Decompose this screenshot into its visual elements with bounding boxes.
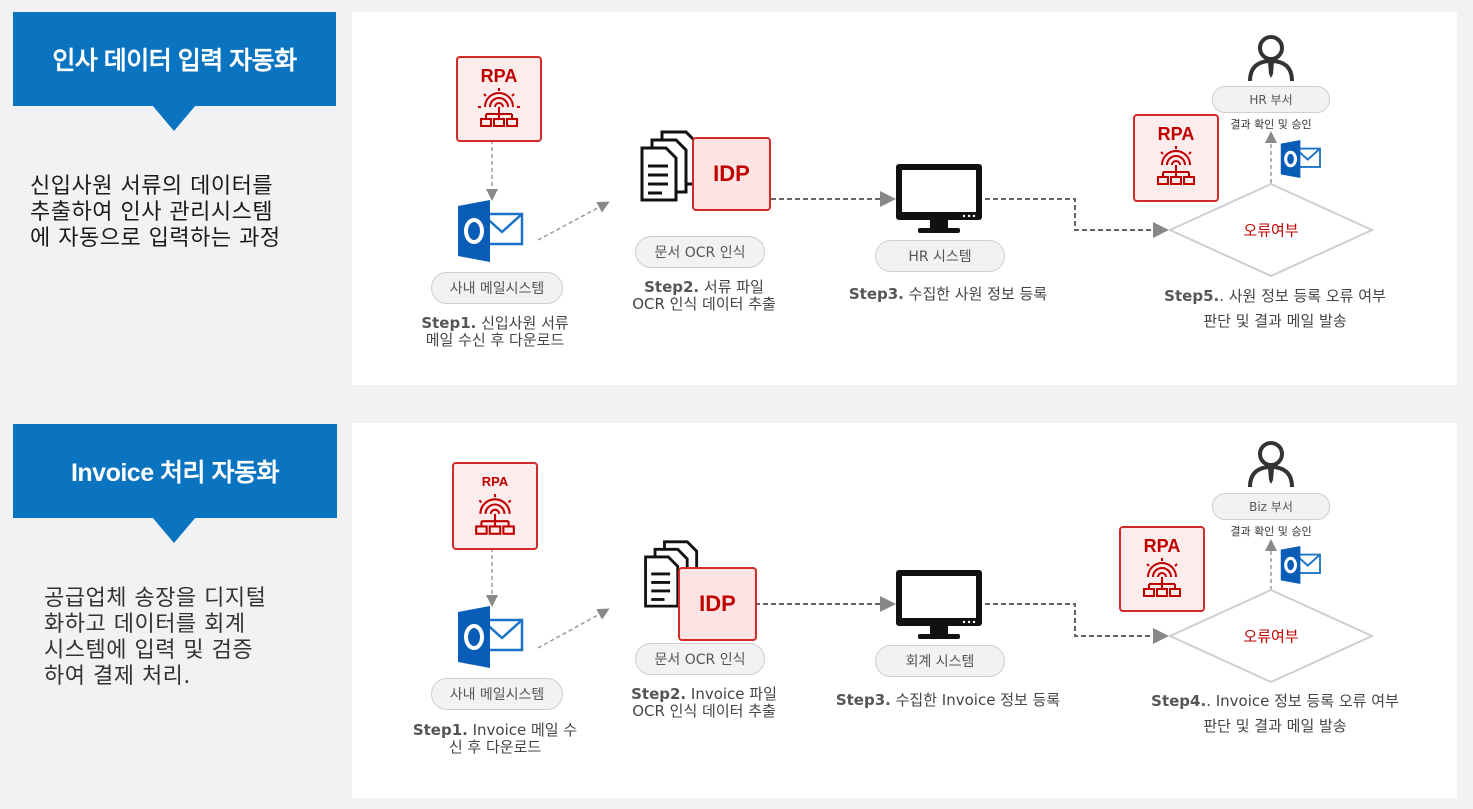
section-description: 공급업체 송장을 디지털 화하고 데이터를 회계 시스템에 입력 및 검증 하여… (44, 586, 267, 689)
step5-caption: Step5.. 사원 정보 등록 오류 여부 판단 및 결과 메일 발송 (1164, 284, 1386, 334)
step5-text: . 사원 정보 등록 오류 여부 (1219, 287, 1386, 305)
idp-label: IDP (713, 161, 750, 186)
outlook-icon (1280, 546, 1321, 584)
step2-text-line2: OCR 인식 데이터 추출 (632, 295, 776, 313)
step4-caption: Step4.. Invoice 정보 등록 오류 여부 판단 및 결과 메일 발… (1151, 689, 1399, 739)
hr-system-label: HR 시스템 (908, 249, 972, 265)
rpa-label: RPA (1157, 124, 1195, 144)
rpa-bot-box-2: RPA (1119, 526, 1205, 612)
title-pointer (152, 105, 196, 131)
step1-text-line2: 메일 수신 후 다운로드 (425, 331, 565, 349)
accounting-system-pill: 회계 시스템 (875, 645, 1005, 677)
step2-text: Invoice 파일 (686, 685, 777, 703)
mail-system-pill: 사내 메일시스템 (431, 272, 563, 304)
step1-caption: Step1. 신입사원 서류 메일 수신 후 다운로드 (421, 315, 568, 349)
ocr-label: 문서 OCR 인식 (654, 652, 746, 668)
decision-label: 오류여부 (1243, 627, 1299, 646)
step1-title: Step1. (421, 314, 477, 332)
step3-caption: Step3. 수집한 Invoice 정보 등록 (836, 692, 1060, 709)
dept-note: 결과 확인 및 승인 (1230, 525, 1312, 538)
step2-title: Step2. (631, 685, 687, 703)
mail-system-pill: 사내 메일시스템 (431, 678, 563, 710)
dept-pill: Biz 부서 (1212, 493, 1330, 520)
step5-title: Step5. (1164, 287, 1220, 305)
step2-caption: Step2. 서류 파일 OCR 인식 데이터 추출 (632, 279, 776, 313)
monitor-icon (896, 570, 982, 639)
step2-caption: Step2. Invoice 파일 OCR 인식 데이터 추출 (631, 686, 777, 720)
mail-system-label: 사내 메일시스템 (449, 281, 545, 297)
dept-pill: HR 부서 (1212, 86, 1330, 113)
dept-label: HR 부서 (1249, 93, 1293, 107)
step3-text: 수집한 사원 정보 등록 (903, 285, 1048, 303)
monitor-icon (896, 164, 982, 233)
idp-box: IDP (692, 137, 771, 211)
user-icon (1248, 441, 1294, 488)
rpa-bot-box: RPA (452, 462, 538, 550)
section-title-invoice: Invoice 처리 자동화 (13, 424, 337, 518)
step4-title: Step4. (1151, 692, 1207, 710)
step1-caption: Step1. Invoice 메일 수 신 후 다운로드 (413, 722, 577, 756)
step2-text: 서류 파일 (699, 278, 764, 296)
mail-system-label: 사내 메일시스템 (449, 687, 545, 703)
section-description: 신입사원 서류의 데이터를 추출하여 인사 관리시스템 에 자동으로 입력하는 … (30, 174, 281, 251)
step4-text-line2: 판단 및 결과 메일 발송 (1203, 717, 1347, 735)
rpa-gear-network-icon (1143, 558, 1181, 597)
decision-label: 오류여부 (1243, 221, 1299, 240)
rpa-label: RPA (481, 474, 509, 489)
outlook-icon (1280, 140, 1321, 178)
step1-text-line2: 신 후 다운로드 (448, 738, 542, 756)
section-title-text: 인사 데이터 입력 자동화 (52, 47, 297, 75)
ocr-label: 문서 OCR 인식 (654, 245, 746, 261)
rpa-bot-box-2: RPA (1133, 114, 1219, 202)
step3-title: Step3. (835, 691, 891, 709)
title-pointer (152, 517, 196, 543)
ocr-pill: 문서 OCR 인식 (635, 236, 765, 268)
outlook-icon (458, 606, 524, 668)
step1-text: 신입사원 서류 (476, 314, 569, 332)
ocr-pill: 문서 OCR 인식 (635, 643, 765, 675)
section-title-text: Invoice 처리 자동화 (70, 459, 280, 487)
hr-system-pill: HR 시스템 (875, 240, 1005, 272)
rpa-gear-network-icon (1157, 146, 1195, 185)
idp-label: IDP (699, 591, 736, 616)
section-title-hr: 인사 데이터 입력 자동화 (13, 12, 336, 106)
step1-title: Step1. (412, 721, 468, 739)
accounting-system-label: 회계 시스템 (905, 654, 975, 670)
step3-caption: Step3. 수집한 사원 정보 등록 (849, 286, 1047, 303)
rpa-bot-box: RPA (456, 56, 542, 142)
step5-text-line2: 판단 및 결과 메일 발송 (1203, 312, 1347, 330)
rpa-label: RPA (1143, 536, 1181, 556)
dept-note: 결과 확인 및 승인 (1230, 118, 1312, 131)
outlook-icon (458, 200, 524, 262)
dept-label: Biz 부서 (1249, 500, 1293, 514)
rpa-label: RPA (480, 66, 518, 86)
step3-text: 수집한 Invoice 정보 등록 (890, 691, 1061, 709)
documents-icon (640, 130, 698, 202)
user-icon (1248, 35, 1294, 82)
step4-text: . Invoice 정보 등록 오류 여부 (1206, 692, 1399, 710)
rpa-gear-network-icon (478, 88, 520, 127)
rpa-gear-network-icon (475, 494, 515, 535)
step2-text-line2: OCR 인식 데이터 추출 (632, 702, 776, 720)
step1-text: Invoice 메일 수 (467, 721, 578, 739)
step3-title: Step3. (848, 285, 904, 303)
step2-title: Step2. (644, 278, 700, 296)
idp-box: IDP (678, 567, 757, 641)
